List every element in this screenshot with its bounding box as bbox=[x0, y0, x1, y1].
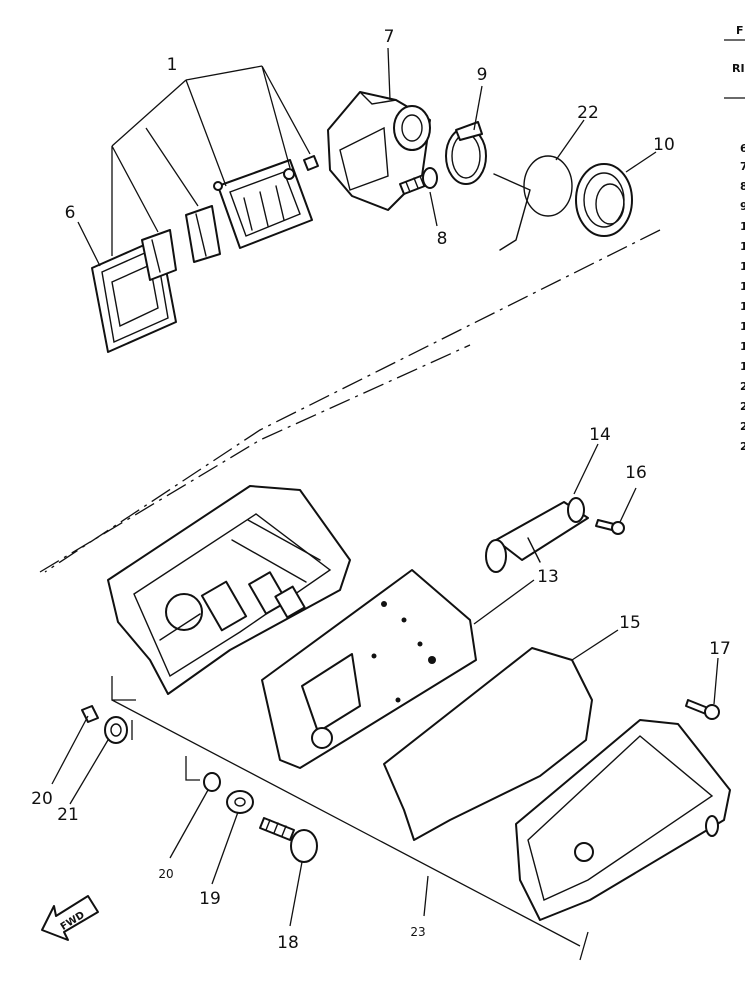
edge-row: 1 bbox=[740, 260, 745, 273]
grommet-21 bbox=[104, 716, 128, 744]
callout-15: 15 bbox=[619, 613, 641, 633]
clamp-9 bbox=[445, 121, 487, 185]
duct-14 bbox=[485, 497, 589, 573]
collar-lower bbox=[203, 772, 221, 792]
right-edge-table: F RI 6 7 8 9 1 1 1 1 1 1 1 1 2 2 2 2 bbox=[724, 24, 745, 453]
edge-header-letter: F bbox=[736, 24, 744, 37]
reed-screws bbox=[283, 155, 319, 180]
edge-row: 9 bbox=[740, 200, 745, 213]
edge-row: 7 bbox=[740, 160, 745, 173]
filter-plate-13 bbox=[261, 569, 477, 769]
leader-lines bbox=[51, 47, 719, 927]
callout-18: 18 bbox=[277, 933, 299, 953]
edge-row: 1 bbox=[740, 220, 745, 233]
edge-row: 2 bbox=[740, 380, 745, 393]
edge-row: 1 bbox=[740, 280, 745, 293]
callout-20: 20 bbox=[31, 789, 53, 809]
washer-19 bbox=[226, 790, 254, 814]
callout-14: 14 bbox=[589, 425, 611, 445]
edge-row: 1 bbox=[740, 300, 745, 313]
reed-petal-a bbox=[141, 229, 177, 281]
callout-23: 23 bbox=[410, 925, 425, 939]
seal-15 bbox=[383, 647, 593, 841]
edge-row: 2 bbox=[740, 440, 745, 453]
edge-row: 1 bbox=[740, 340, 745, 353]
bracket-23 bbox=[111, 676, 589, 961]
bolt-18 bbox=[259, 817, 318, 863]
air-cover bbox=[515, 719, 731, 921]
edge-row: 2 bbox=[740, 400, 745, 413]
reed-valve-block bbox=[213, 159, 313, 249]
callout-13: 13 bbox=[537, 567, 559, 587]
edge-row: 6 bbox=[740, 142, 745, 155]
callout-8: 8 bbox=[437, 229, 448, 249]
callout-19: 19 bbox=[199, 889, 221, 909]
bolt-8 bbox=[399, 167, 438, 195]
edge-row: 1 bbox=[740, 360, 745, 373]
fwd-arrow-icon: FWD bbox=[41, 895, 99, 941]
callout-9: 9 bbox=[477, 65, 488, 85]
callout-10: 10 bbox=[653, 135, 675, 155]
edge-header-ref: RI bbox=[732, 62, 745, 75]
edge-row: 8 bbox=[740, 180, 745, 193]
screw-17 bbox=[685, 699, 720, 720]
spring-22 bbox=[493, 155, 573, 251]
lower-center-line bbox=[39, 344, 471, 573]
callout-20-partial: 20 bbox=[158, 867, 173, 881]
callout-16: 16 bbox=[625, 463, 647, 483]
edge-row: 2 bbox=[740, 420, 745, 433]
callout-22: 22 bbox=[577, 103, 599, 123]
collar-20 bbox=[81, 705, 99, 723]
edge-row: 1 bbox=[740, 240, 745, 253]
callout-17: 17 bbox=[709, 639, 731, 659]
air-case-body bbox=[107, 485, 351, 695]
upper-center-line bbox=[44, 229, 661, 573]
callout-7: 7 bbox=[384, 27, 395, 47]
callout-6: 6 bbox=[65, 203, 76, 223]
callout-1: 1 bbox=[167, 55, 178, 75]
joint-10 bbox=[575, 163, 633, 237]
callout-21: 21 bbox=[57, 805, 79, 825]
reed-petal-b bbox=[185, 205, 221, 263]
edge-row: 1 bbox=[740, 320, 745, 333]
screw-16 bbox=[595, 519, 625, 535]
intake-manifold-7 bbox=[327, 91, 431, 211]
